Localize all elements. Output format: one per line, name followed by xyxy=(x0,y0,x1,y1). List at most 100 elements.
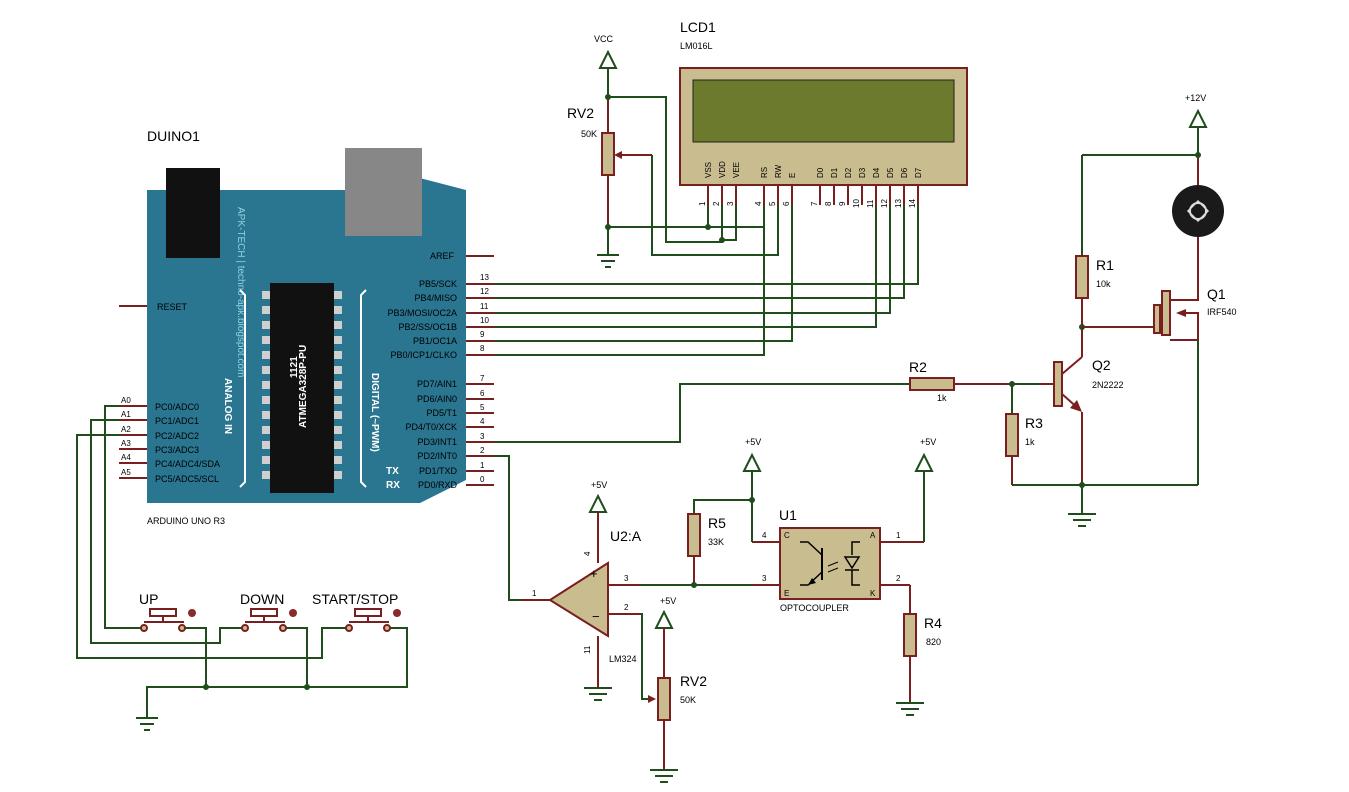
pc-name-5: PC5/ADC5/SCL xyxy=(155,474,219,484)
lcd-pin-name-7: D0 xyxy=(816,167,825,178)
pb-name-10: PB2/SS/OC1B xyxy=(398,322,457,332)
u1-pin4: 4 xyxy=(762,531,767,540)
pd-name-5: PD5/T1 xyxy=(426,408,457,418)
r2-value: 1k xyxy=(937,393,947,403)
rv2-top-ref: RV2 xyxy=(567,105,594,121)
lcd-pin-name-13: D6 xyxy=(900,167,909,178)
u1-pin2: 2 xyxy=(896,574,901,583)
r2-ref: R2 xyxy=(909,359,927,375)
r5-supply: +5V xyxy=(745,437,761,447)
lcd-pin-name-10: D3 xyxy=(858,167,867,178)
u1-model: OPTOCOUPLER xyxy=(780,603,849,613)
lcd-pin-name-4: RS xyxy=(760,167,769,178)
lcd-pin-num-3: 3 xyxy=(726,201,735,206)
down-button-label: DOWN xyxy=(240,591,284,607)
pb-num-11: 11 xyxy=(480,302,489,311)
pd-num-4: 4 xyxy=(480,417,485,426)
lcd-pin-name-5: RW xyxy=(774,164,783,178)
down-button[interactable] xyxy=(250,608,278,617)
rv2-bottom: +5V RV2 50K xyxy=(640,596,707,783)
q1-model: IRF540 xyxy=(1207,307,1237,317)
r1-value: 10k xyxy=(1096,279,1111,289)
opamp-body xyxy=(548,561,609,638)
pb-name-13: PB5/SCK xyxy=(419,279,457,289)
pd3-to-r2 xyxy=(494,383,910,443)
u1-pin1: 1 xyxy=(896,531,901,540)
q1-mosfet: Q1 IRF540 xyxy=(1082,241,1237,485)
pb-name-9: PB1/OC1A xyxy=(413,336,457,346)
rx-label: RX xyxy=(386,480,400,491)
lcd-model: LM016L xyxy=(680,41,713,51)
lcd-pin-num-8: 8 xyxy=(824,201,833,206)
r3-value: 1k xyxy=(1025,437,1035,447)
startstop-button[interactable] xyxy=(354,608,382,617)
pb-name-8: PB0/ICP1/CLKO xyxy=(390,350,457,360)
pd-pins: PD7/AIN1 PD6/AIN0 PD5/T1 PD4/T0/XCK PD3/… xyxy=(386,374,494,491)
atmega-chip xyxy=(270,283,334,493)
chip-legs-left xyxy=(262,291,270,479)
r5-body xyxy=(687,513,701,557)
pb-name-11: PB3/MOSI/OC2A xyxy=(387,308,457,318)
r3-ref: R3 xyxy=(1025,415,1043,431)
u1-c: C xyxy=(784,531,790,540)
arduino-watermark: APK-TECH | techno-apk.blogspot.com xyxy=(235,207,246,377)
pd-name-7: PD7/AIN1 xyxy=(417,379,457,389)
pc-name-4: PC4/ADC4/SDA xyxy=(155,459,220,469)
opamp-u2a: U2:A LM324 +5V + − 4 11 3 2 1 xyxy=(522,480,642,701)
r2-body xyxy=(909,377,955,391)
usb-connector xyxy=(345,148,422,236)
opamp-pin2: 2 xyxy=(624,603,629,612)
r1: R1 10k xyxy=(1075,155,1114,330)
r4-body xyxy=(903,613,917,657)
pc-num-4: A4 xyxy=(121,453,131,462)
u1-ref: U1 xyxy=(779,507,797,523)
rv2-bottom-supply: +5V xyxy=(660,596,676,606)
lcd-pin-num-7: 7 xyxy=(810,201,819,206)
opamp-pin3: 3 xyxy=(624,574,629,583)
pc-num-1: A1 xyxy=(121,410,131,419)
vcc-supply: VCC xyxy=(594,34,618,97)
r4-ref: R4 xyxy=(924,615,942,631)
ground-right xyxy=(1012,482,1198,527)
digital-bracket xyxy=(360,289,367,488)
opamp-model: LM324 xyxy=(609,654,637,664)
lcd-screen xyxy=(692,79,955,143)
vcc-label: VCC xyxy=(594,34,614,44)
u1-pin3: 3 xyxy=(762,574,767,583)
chip-legs-right xyxy=(334,291,342,479)
r5: +5V R5 33K xyxy=(640,437,762,588)
lcd-pin-num-12: 12 xyxy=(880,199,889,208)
pc-num-0: A0 xyxy=(121,396,131,405)
svg-text:+: + xyxy=(590,566,598,581)
pc-name-0: PC0/ADC0 xyxy=(155,402,199,412)
pd-name-2: PD2/INT0 xyxy=(417,451,457,461)
pb-num-10: 10 xyxy=(480,316,489,325)
pd-num-6: 6 xyxy=(480,389,485,398)
tx-label: TX xyxy=(386,466,399,477)
optocoupler-u1: U1 OPTOCOUPLER C E A K 4 3 1 2 +5V xyxy=(751,437,936,613)
up-button[interactable] xyxy=(149,608,177,617)
q2-body xyxy=(1053,361,1063,407)
digital-label: DIGITAL (~PWM) xyxy=(369,373,380,452)
lcd-pin-name-8: D1 xyxy=(830,167,839,178)
pd-num-2: 2 xyxy=(480,446,485,455)
chip-label: ATMEGA328P-PU xyxy=(298,345,309,428)
lcd-pin-name-1: VSS xyxy=(704,162,713,178)
buttons: UP DOWN START/STOP xyxy=(139,591,401,632)
opamp-pin1: 1 xyxy=(532,589,537,598)
rv2-bottom-ref: RV2 xyxy=(680,673,707,689)
pc-name-2: PC2/ADC2 xyxy=(155,431,199,441)
arduino-lcd-wires xyxy=(494,205,919,356)
lcd-pin-name-9: D2 xyxy=(844,167,853,178)
opamp-supply: +5V xyxy=(591,480,607,490)
aref-label: AREF xyxy=(430,251,455,261)
lcd-pin-name-2: VDD xyxy=(718,161,727,178)
lcd-pin-num-9: 9 xyxy=(838,201,847,206)
power-jack xyxy=(166,168,220,258)
q1-gate xyxy=(1153,304,1161,334)
arduino-board: DUINO1 ATMEGA328P-PU 1121 APK-TECH | tec… xyxy=(119,128,494,526)
opamp-ref: U2:A xyxy=(610,528,642,544)
pd-num-3: 3 xyxy=(480,432,485,441)
lcd-pin-name-12: D5 xyxy=(886,167,895,178)
r3-body xyxy=(1005,413,1019,457)
